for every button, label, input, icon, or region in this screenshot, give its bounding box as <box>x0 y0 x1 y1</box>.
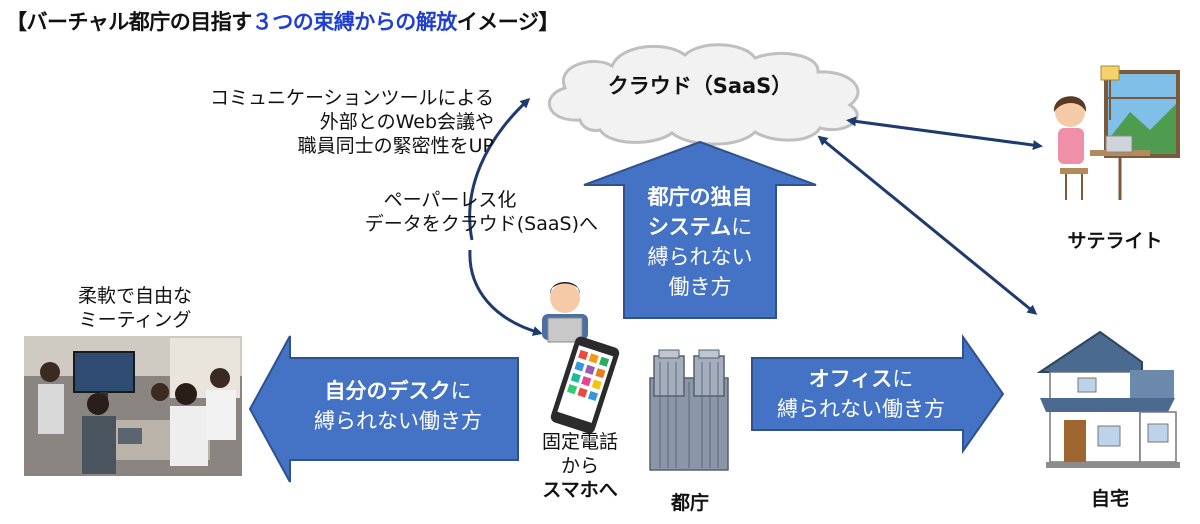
home-label: 自宅 <box>1090 488 1129 510</box>
curve-connector-up <box>468 97 531 241</box>
arrow-right-text: オフィスに 縛られない働き方 <box>756 364 966 424</box>
arrow-up-text-bold: システム <box>647 215 732 239</box>
arrow-left-text-regular: に <box>450 379 472 403</box>
communication-note-line: 外部とのWeb会議や <box>319 111 494 133</box>
tocho-building-illustration <box>649 349 729 471</box>
communication-note-line: 職員同士の緊密性をUP <box>297 135 494 157</box>
meeting-note: 柔軟で自由な ミーティング <box>56 284 214 332</box>
arrow-left-text-regular: 縛られない働き方 <box>314 409 482 433</box>
cloud-label: クラウド（SaaS） <box>607 74 793 98</box>
title-suffix: イメージ】 <box>456 10 560 34</box>
communication-note-line: コミュニケーションツールによる <box>209 87 494 109</box>
home-illustration <box>1036 330 1180 468</box>
arrow-right-text-regular: に <box>892 367 914 391</box>
arrow-up-text: 都庁の独自 システムに 縛られない 働き方 <box>624 182 776 302</box>
paperless-note-line: データをクラウド(SaaS)へ <box>364 213 598 235</box>
cloud-home-connector <box>817 135 1038 315</box>
meeting-note-line: 柔軟で自由な <box>77 285 192 307</box>
arrow-up-text-regular: に <box>731 215 753 239</box>
phone-note: 固定電話 から スマホへ <box>528 430 632 502</box>
phone-note-line: から <box>560 455 599 477</box>
arrow-left-shape <box>248 335 519 483</box>
arrow-right-text-regular: 縛られない働き方 <box>777 397 945 421</box>
arrow-right-shape <box>751 333 1005 455</box>
communication-note: コミュニケーションツールによる 外部とのWeb会議や 職員同士の緊密性をUP <box>130 86 494 158</box>
satellite-office-illustration <box>1053 65 1180 200</box>
cloud-satellite-connector <box>846 116 1043 151</box>
paperless-note: ペーパーレス化 データをクラウド(SaaS)へ <box>322 188 598 236</box>
meeting-photo <box>24 336 242 476</box>
arrow-left-text-bold: 自分のデスク <box>324 379 451 403</box>
meeting-note-line: ミーティング <box>78 309 192 331</box>
arrow-up-shape <box>583 140 817 319</box>
office-worker-illustration <box>542 282 588 343</box>
arrow-left-text: 自分のデスクに 縛られない働き方 <box>286 376 510 436</box>
paperless-note-line: ペーパーレス化 <box>383 189 517 211</box>
satellite-label: サテライト <box>1067 230 1163 252</box>
arrow-up-text-bold: 都庁の独自 <box>647 185 753 209</box>
smartphone-illustration <box>550 336 620 434</box>
phone-note-bold: スマホへ <box>542 479 618 501</box>
title-highlight: ３つの束縛からの解放 <box>251 10 458 34</box>
page-title: 【バーチャル都庁の目指す３つの束縛からの解放イメージ】 <box>6 6 559 36</box>
arrow-up-text-regular: 縛られない <box>647 245 753 269</box>
arrow-up-text-regular: 働き方 <box>668 275 732 299</box>
phone-note-line: 固定電話 <box>541 431 618 453</box>
arrow-right-text-bold: オフィス <box>808 367 893 391</box>
tocho-label: 都庁 <box>670 492 709 514</box>
title-prefix: 【バーチャル都庁の目指す <box>6 10 252 34</box>
curve-connector-down <box>468 249 543 336</box>
cloud-shape <box>547 43 860 146</box>
